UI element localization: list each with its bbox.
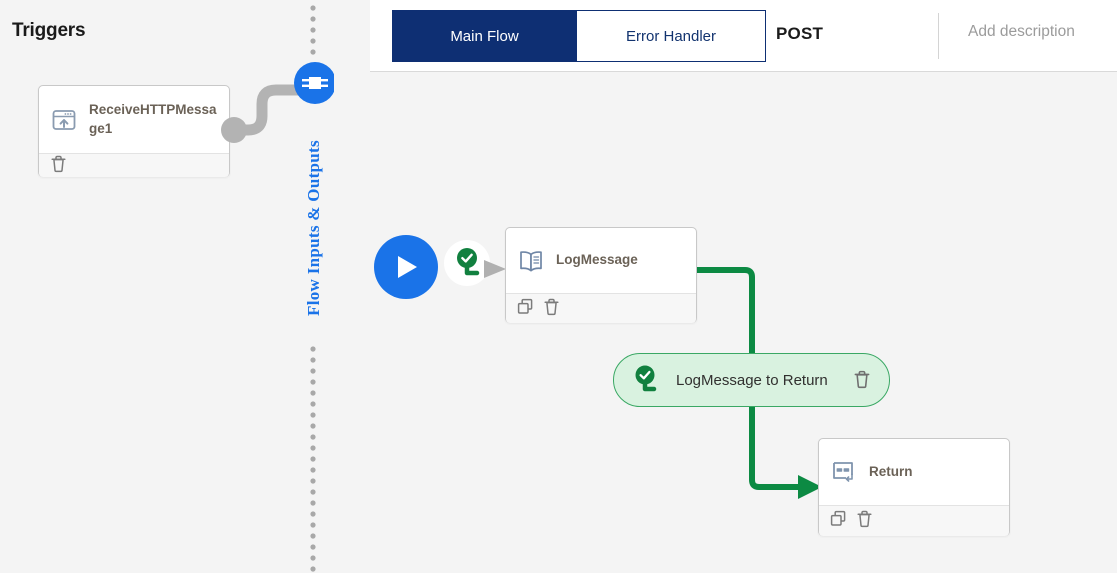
- return-node-body: Return: [819, 439, 1009, 505]
- flow-tab-group: Main Flow Error Handler: [392, 10, 766, 62]
- delete-icon[interactable]: [50, 154, 67, 178]
- logmessage-node-body: LogMessage: [506, 228, 696, 293]
- play-icon: [398, 256, 417, 278]
- trigger-node-body: ReceiveHTTPMessage1: [39, 86, 229, 153]
- flow-node-return[interactable]: Return: [818, 438, 1010, 536]
- book-icon: [518, 248, 544, 274]
- triggers-panel: Triggers ReceiveHTTPMessage1: [0, 0, 316, 573]
- logmessage-node-footer: [506, 293, 696, 323]
- tab-main-flow[interactable]: Main Flow: [393, 11, 576, 61]
- check-circle-icon: [457, 248, 480, 276]
- flow-rail-dots: [310, 5, 316, 572]
- header-divider: [938, 13, 939, 59]
- return-icon: [831, 459, 857, 485]
- trigger-node-label: ReceiveHTTPMessage1: [89, 102, 217, 136]
- http-method-badge: POST: [776, 24, 824, 43]
- trigger-node-receivehttpmessage1[interactable]: ReceiveHTTPMessage1: [38, 85, 230, 177]
- delete-icon[interactable]: [853, 369, 873, 391]
- start-check-connector[interactable]: [444, 240, 490, 286]
- add-description-field[interactable]: Add description: [968, 23, 1075, 40]
- tab-error-handler[interactable]: Error Handler: [576, 11, 765, 61]
- copy-icon[interactable]: [517, 298, 534, 320]
- delete-icon[interactable]: [856, 509, 873, 533]
- trigger-to-flow-connector: [221, 84, 316, 143]
- http-receive-icon: [51, 107, 77, 133]
- flow-io-rail: [296, 0, 334, 573]
- flow-header-bar: Main Flow Error Handler POST Add descrip…: [370, 0, 1117, 72]
- arrow-right-icon: [484, 260, 506, 278]
- copy-icon[interactable]: [830, 510, 847, 532]
- flow-node-logmessage[interactable]: LogMessage: [505, 227, 697, 323]
- flow-io-label-wrapper: Flow Inputs & Outputs: [296, 113, 332, 343]
- delete-icon[interactable]: [543, 297, 560, 321]
- triggers-panel-title: Triggers: [12, 20, 86, 41]
- start-play-button[interactable]: [374, 235, 438, 299]
- chip-icon[interactable]: [294, 62, 336, 104]
- transition-logmessage-to-return[interactable]: LogMessage to Return: [613, 353, 890, 407]
- transition-label: LogMessage to Return: [676, 371, 828, 389]
- return-node-label: Return: [869, 463, 913, 479]
- return-node-footer: [819, 505, 1009, 536]
- check-circle-icon: [630, 364, 660, 396]
- trigger-node-footer: [39, 153, 229, 177]
- logmessage-node-label: LogMessage: [556, 252, 638, 268]
- flow-io-label: Flow Inputs & Outputs: [304, 140, 324, 316]
